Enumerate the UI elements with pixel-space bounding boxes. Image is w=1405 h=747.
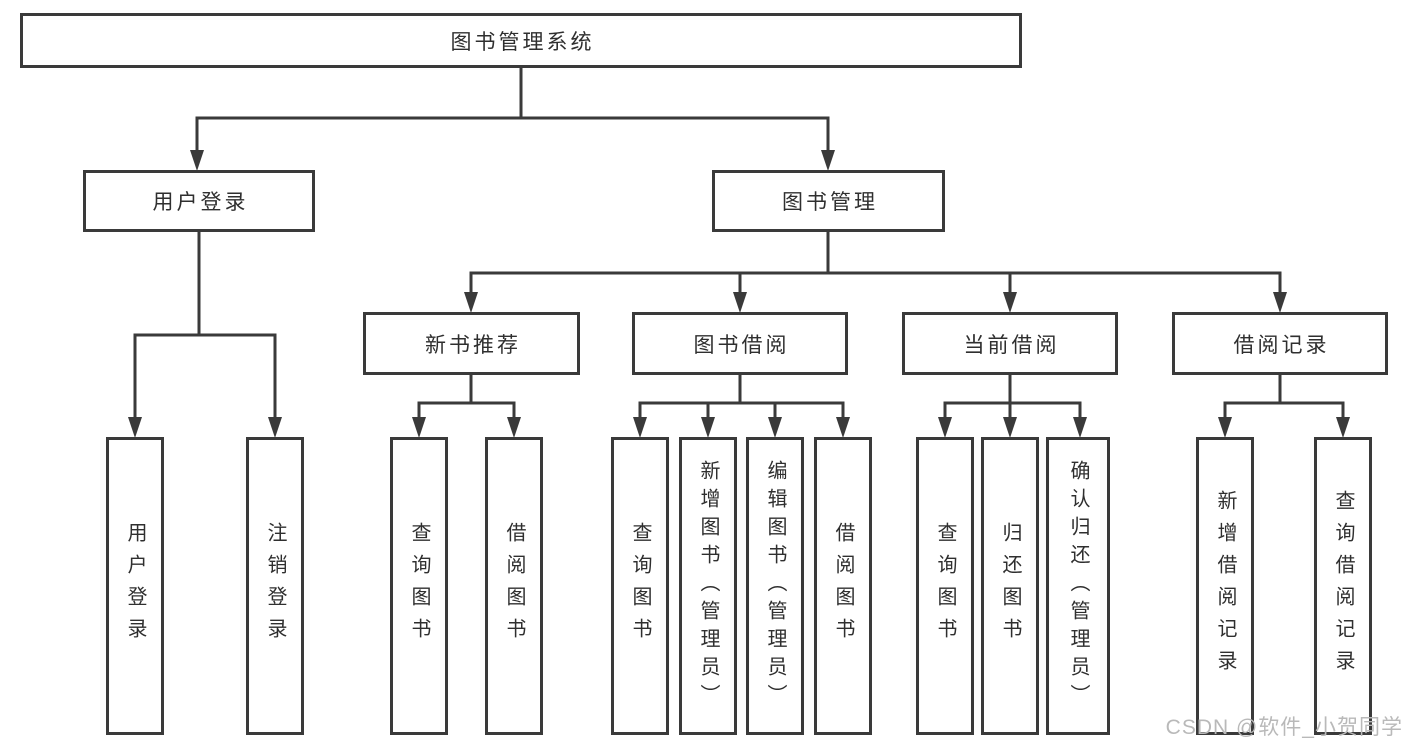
node-label: 新增图书（管理员） <box>697 460 719 712</box>
watermark: CSDN @软件_小贺同学 <box>1165 716 1403 739</box>
node-query-books-borrowing: 查询图书 <box>611 437 669 735</box>
node-borrow-books-borrowing: 借阅图书 <box>814 437 872 735</box>
node-label: 图书管理系统 <box>450 30 595 54</box>
node-library-management-system: 图书管理系统 <box>20 13 1022 68</box>
node-label: 注销登录 <box>264 522 286 650</box>
node-label: 借阅图书 <box>503 522 525 650</box>
node-logout: 注销登录 <box>246 437 304 735</box>
node-label: 用户登录 <box>152 191 249 214</box>
node-label: 编辑图书（管理员） <box>764 460 786 712</box>
node-query-books-newbooks: 查询图书 <box>390 437 448 735</box>
node-label: 确认归还（管理员） <box>1067 460 1089 712</box>
node-user-login-branch: 用户登录 <box>83 170 315 232</box>
node-new-book-recommendation: 新书推荐 <box>363 312 580 375</box>
node-label: 新增借阅记录 <box>1214 490 1236 682</box>
node-book-borrowing: 图书借阅 <box>632 312 848 375</box>
node-label: 查询借阅记录 <box>1332 490 1354 682</box>
node-label: 借阅图书 <box>832 522 854 650</box>
node-label: 当前借阅 <box>963 333 1060 357</box>
node-borrow-books-newbooks: 借阅图书 <box>485 437 543 735</box>
node-label: 借阅记录 <box>1233 333 1330 357</box>
node-label: 查询图书 <box>408 522 430 650</box>
node-label: 查询图书 <box>629 522 651 650</box>
node-edit-book-admin: 编辑图书（管理员） <box>746 437 804 735</box>
node-label: 用户登录 <box>124 522 146 650</box>
node-current-borrowing: 当前借阅 <box>902 312 1118 375</box>
node-label: 归还图书 <box>999 522 1021 650</box>
node-add-borrow-record: 新增借阅记录 <box>1196 437 1254 735</box>
node-query-books-current: 查询图书 <box>916 437 974 735</box>
node-user-login-leaf: 用户登录 <box>106 437 164 735</box>
node-confirm-return-admin: 确认归还（管理员） <box>1046 437 1110 735</box>
node-label: 新书推荐 <box>425 333 521 357</box>
node-label: 图书管理 <box>782 191 878 214</box>
node-return-book: 归还图书 <box>981 437 1039 735</box>
node-label: 查询图书 <box>934 522 956 650</box>
node-borrowing-records: 借阅记录 <box>1172 312 1388 375</box>
node-query-borrow-record: 查询借阅记录 <box>1314 437 1372 735</box>
node-book-management-branch: 图书管理 <box>712 170 945 232</box>
node-label: 图书借阅 <box>693 333 790 357</box>
node-add-book-admin: 新增图书（管理员） <box>679 437 737 735</box>
